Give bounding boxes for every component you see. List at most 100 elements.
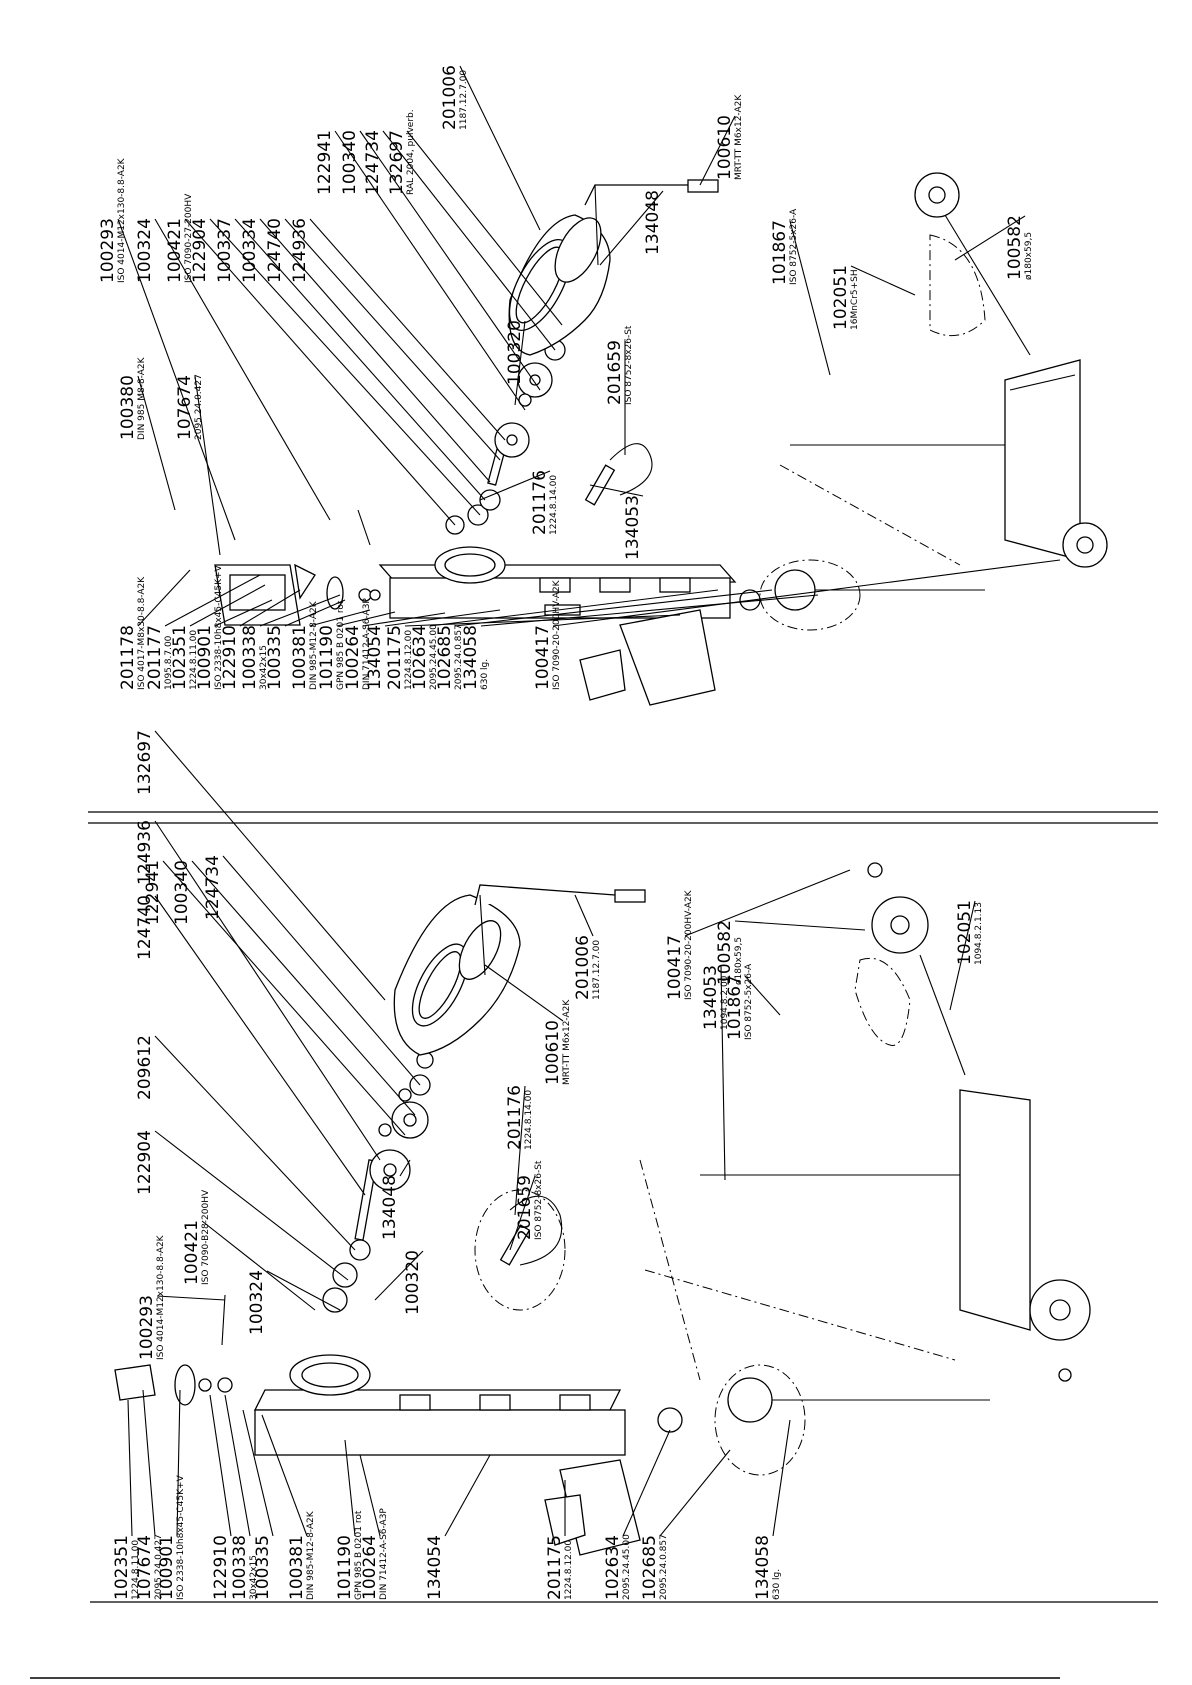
part-number-label: 122904 <box>190 218 210 283</box>
part-number-label: 102634 <box>603 1535 623 1600</box>
leader-line <box>224 1394 251 1537</box>
part-number-label: 100417 <box>533 625 553 690</box>
part-spec-label: GPN 985 B 0201 rot <box>354 1510 364 1600</box>
leader-line <box>359 1454 381 1537</box>
leader-line <box>154 1130 349 1281</box>
part-spec-label: MRT-TT M6x12-A2K <box>562 999 572 1085</box>
leader-line <box>429 589 719 627</box>
leader-line <box>949 900 976 1011</box>
part-number-label: 100320 <box>505 320 525 385</box>
leader-line <box>259 594 341 627</box>
leader-line <box>362 612 446 627</box>
leader-line <box>444 1454 491 1537</box>
leader-line <box>479 470 551 501</box>
leader-line <box>309 609 371 627</box>
leader-line <box>659 1449 731 1537</box>
part-number-label: 100380 <box>118 375 138 440</box>
bevel-gear <box>326 576 344 610</box>
stand-base-plate <box>959 1089 1031 1331</box>
part-spec-label: ISO 8752-5x26-A <box>789 208 799 285</box>
part-spec-label: 1095.8.7.00 <box>164 635 174 690</box>
leader-line <box>374 1250 424 1301</box>
part-number-label: 102685 <box>435 625 455 690</box>
washer <box>322 1287 348 1313</box>
leader-line <box>359 130 541 391</box>
part-number-label: 100901 <box>195 625 215 690</box>
part-number-label: 102351 <box>170 625 190 690</box>
part-number-label: 100324 <box>135 218 155 283</box>
leader-line <box>699 115 736 186</box>
part-number-label: 107674 <box>175 375 195 440</box>
leader-line <box>222 855 421 1086</box>
leader-line <box>242 1409 274 1537</box>
leader-line <box>309 218 506 441</box>
part-spec-label: 16MnCr5+SH <box>850 269 860 330</box>
part-spec-label: 1187.12.7.00 <box>592 940 602 1000</box>
part-number-label: 134058 <box>461 625 481 690</box>
part-number-label: 201175 <box>545 1535 565 1600</box>
leader-line <box>599 190 664 266</box>
part-spec-label: 2095.24.0.857 <box>454 624 464 690</box>
part-number-label: 100320 <box>403 1250 423 1315</box>
leader-line <box>259 218 491 483</box>
leader-line <box>382 130 556 351</box>
part-number-label: 124734 <box>203 855 223 920</box>
part-number-label: 124936 <box>290 218 310 283</box>
leader-line <box>514 320 526 406</box>
part-number-label: 201659 <box>605 340 625 405</box>
leader-line <box>399 1159 411 1177</box>
part-number-label: 122910 <box>220 625 240 690</box>
part-number-label: 201176 <box>505 1085 525 1150</box>
part-spec-label: ISO 8752-8x26-St <box>534 1160 544 1240</box>
part-number-label: 201006 <box>440 65 460 130</box>
axle <box>944 214 1031 356</box>
spindle-head <box>774 569 816 611</box>
part-number-label: 100901 <box>157 1535 177 1600</box>
part-number-label: 134053 <box>701 965 721 1030</box>
part-spec-label: ISO 7090-20-200HV-A2K <box>684 889 694 1000</box>
part-spec-label: ISO 4017-M8x30-8.8-A2K <box>137 576 147 690</box>
leader-line <box>284 218 501 461</box>
leader-line <box>117 218 236 541</box>
part-spec-label: GPN 985 B 0201 rot <box>336 600 346 690</box>
part-spec-label: ISO 7090-27-200HV <box>184 193 194 283</box>
part-spec-label: ISO 8752-8x26-St <box>624 325 634 405</box>
part-number-label: 124734 <box>363 130 383 195</box>
part-number-label: 102351 <box>112 1535 132 1600</box>
part-spec-label: 630 lg. <box>480 659 490 690</box>
leader-line <box>344 1439 356 1537</box>
leader-line <box>406 130 563 326</box>
leader-line <box>954 215 1026 261</box>
crank-handle <box>584 184 688 206</box>
part-number-label: 107674 <box>135 1535 155 1600</box>
leader-line <box>176 1389 181 1537</box>
leader-line <box>137 569 191 627</box>
part-number-label: 102685 <box>640 1535 660 1600</box>
bevel-gear <box>174 1364 196 1406</box>
part-spec-label: 1224.8.12.00 <box>404 630 414 690</box>
part-number-label: 100264 <box>360 1535 380 1600</box>
part-number-label: 100610 <box>715 115 735 180</box>
part-number-label: 102051 <box>831 265 851 330</box>
leader-line <box>850 265 916 296</box>
part-number-label: 124936 <box>135 820 155 885</box>
leader-line <box>201 1220 316 1311</box>
part-spec-label: ø180x59,5 <box>1024 232 1034 280</box>
part-number-label: 100337 <box>215 218 235 283</box>
part-spec-label: ISO 7090-B28-200HV <box>201 1189 211 1285</box>
leader-line <box>209 218 481 516</box>
part-number-label: 122910 <box>211 1535 231 1600</box>
leader-line <box>127 1399 133 1537</box>
part-number-label: 100338 <box>230 1535 250 1600</box>
part-spec-label: ISO 4014-M12x130-8.8-A2K <box>156 1234 166 1360</box>
leader-line <box>142 1389 156 1537</box>
part-number-label: 101867 <box>725 975 745 1040</box>
part-spec-label: 1224.8.14.00 <box>524 1090 534 1150</box>
leader-line <box>154 218 331 521</box>
part-number-label: 100421 <box>165 218 185 283</box>
spindle-group-outline <box>759 559 861 631</box>
leader-line <box>589 484 644 497</box>
